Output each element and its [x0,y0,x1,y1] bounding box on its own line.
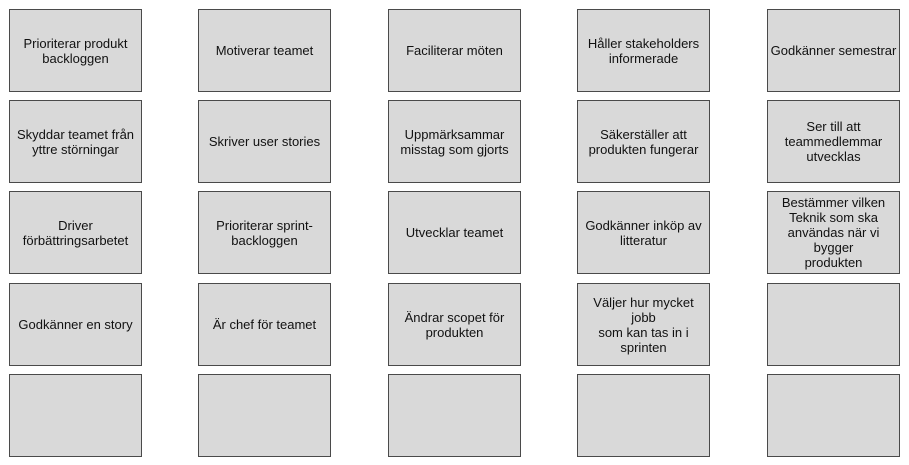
role-card[interactable]: Uppmärksammar misstag som gjorts [388,100,521,183]
card-text: Ändrar scopet för produkten [404,309,505,340]
role-card[interactable]: Motiverar teamet [198,9,331,92]
card-text: Utvecklar teamet [405,225,504,240]
card-text: Faciliterar möten [406,43,503,58]
role-card[interactable]: Håller stakeholders informerade [577,9,710,92]
card-text: Väljer hur mycket jobb som kan tas in i … [593,294,694,355]
role-card[interactable]: Godkänner en story [9,283,142,366]
role-card[interactable]: Skriver user stories [198,100,331,183]
role-card[interactable] [9,374,142,457]
card-text: Prioriterar produkt backloggen [23,35,128,66]
card-text: Skriver user stories [208,134,321,149]
card-text: Godkänner inköp av litteratur [585,217,702,248]
role-card[interactable]: Godkänner inköp av litteratur [577,191,710,274]
card-text: Skyddar teamet från yttre störningar [16,126,135,157]
role-card[interactable]: Ser till att teammedlemmar utvecklas [767,100,900,183]
card-text: Ser till att teammedlemmar utvecklas [784,119,883,164]
role-card[interactable]: Godkänner semestrar [767,9,900,92]
card-text: Uppmärksammar misstag som gjorts [400,126,509,157]
card-text: Godkänner semestrar [770,43,897,58]
role-card[interactable]: Faciliterar möten [388,9,521,92]
role-card[interactable]: Prioriterar sprint- backloggen [198,191,331,274]
role-card[interactable] [767,374,900,457]
card-text: Bestämmer vilken Teknik som ska användas… [781,195,886,270]
card-text: Godkänner en story [18,317,133,332]
card-text: Är chef för teamet [212,317,317,332]
role-card[interactable] [767,283,900,366]
role-card[interactable]: Är chef för teamet [198,283,331,366]
card-text: Prioriterar sprint- backloggen [216,217,313,248]
role-card[interactable]: Utvecklar teamet [388,191,521,274]
role-card[interactable] [577,374,710,457]
role-card[interactable]: Skyddar teamet från yttre störningar [9,100,142,183]
card-text: Motiverar teamet [215,43,314,58]
role-card[interactable]: Driver förbättringsarbetet [9,191,142,274]
role-card[interactable]: Prioriterar produkt backloggen [9,9,142,92]
role-card[interactable] [388,374,521,457]
card-text: Håller stakeholders informerade [587,35,700,66]
role-card[interactable]: Ändrar scopet för produkten [388,283,521,366]
role-card[interactable]: Säkerställer att produkten fungerar [577,100,710,183]
role-card[interactable] [198,374,331,457]
role-card[interactable]: Väljer hur mycket jobb som kan tas in i … [577,283,710,366]
role-card[interactable]: Bestämmer vilken Teknik som ska användas… [767,191,900,274]
card-text: Driver förbättringsarbetet [22,217,129,248]
card-text: Säkerställer att produkten fungerar [588,126,699,157]
